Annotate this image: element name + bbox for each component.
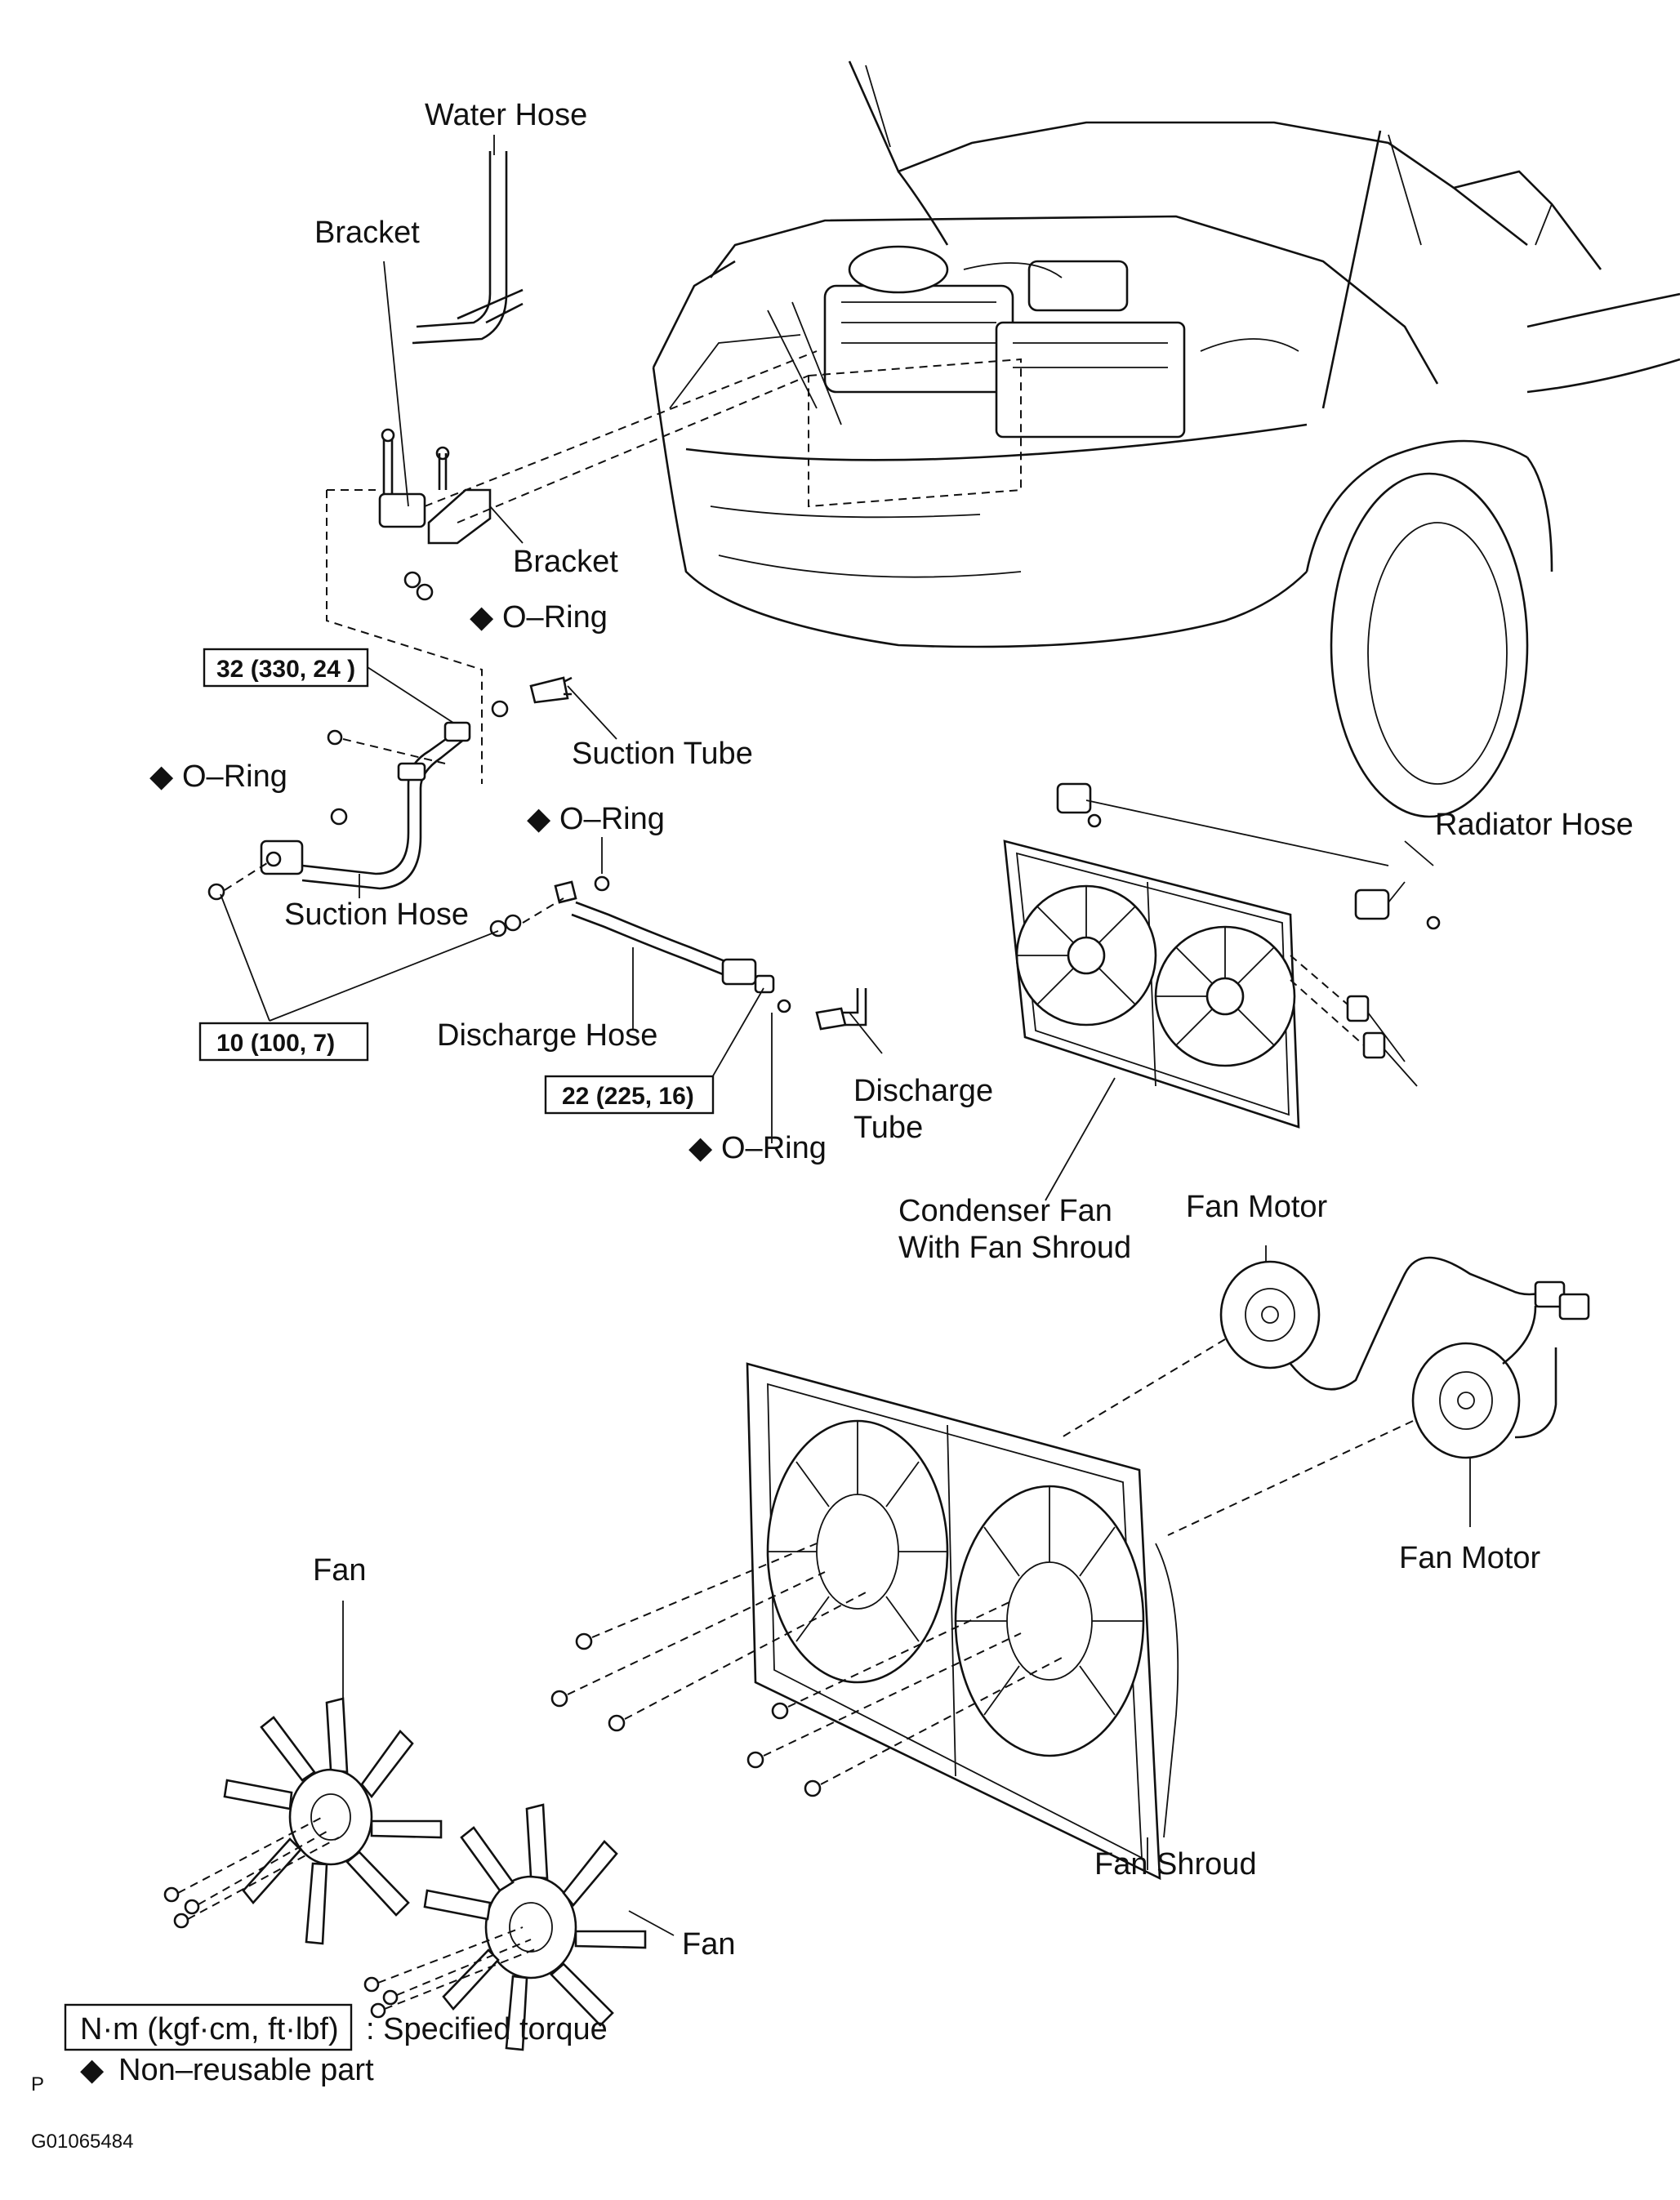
footer-letter: P — [31, 2073, 44, 2095]
torque-box-t3 — [544, 1075, 715, 1115]
label-o-ring-2: O–Ring — [182, 759, 287, 794]
car-front-illustration — [652, 60, 1680, 818]
guide-line — [820, 1657, 1063, 1785]
bolt — [327, 729, 343, 746]
guide-line — [457, 375, 809, 523]
fan-upper — [223, 1697, 443, 1945]
diamond-icon: ◆ — [527, 802, 551, 836]
fan-motor-wiring — [1289, 1256, 1590, 1439]
guide-line — [198, 1828, 332, 1905]
legend-unit-box — [64, 2003, 353, 2051]
leader-radiator-hose — [1404, 840, 1434, 866]
torque-box-t1 — [203, 648, 369, 688]
guide-line — [187, 1837, 340, 1920]
bracket-upper — [378, 428, 426, 528]
guide-line — [396, 1939, 532, 1996]
torque-value-t2: 10 (100, 7) — [216, 1030, 335, 1057]
discharge-hose — [489, 880, 775, 994]
guide-line — [522, 897, 564, 924]
torque-value-t3: 22 (225, 16) — [562, 1083, 694, 1110]
guide-line — [326, 489, 483, 784]
o-ring — [330, 808, 348, 826]
bolt — [207, 883, 225, 901]
label-water-hose: Water Hose — [425, 98, 587, 132]
legend-unit-text: N·m (kgf·cm, ft·lbf) — [80, 2012, 339, 2046]
guide-line — [342, 738, 446, 764]
label-radiator-hose: Radiator Hose — [1435, 808, 1633, 842]
label-o-ring-4: O–Ring — [721, 1131, 827, 1165]
leader-t2 — [220, 893, 499, 1022]
diamond-icon: ◆ — [470, 600, 494, 635]
leader-fan-lower — [628, 1910, 675, 1936]
label-discharge-tube-line2: Tube — [853, 1111, 923, 1145]
leader-bracket-upper — [383, 261, 409, 507]
label-o-ring-3: O–Ring — [559, 802, 665, 836]
legend-unit-desc: : Specified torque — [366, 2012, 608, 2046]
label-fan-motor-upper: Fan Motor — [1186, 1190, 1328, 1224]
fan-motor-upper — [1219, 1260, 1321, 1369]
guide-line — [567, 1571, 826, 1695]
leader-discharge-tube — [849, 1012, 883, 1054]
diamond-icon: ◆ — [80, 2053, 105, 2087]
label-fan-lower: Fan — [682, 1927, 735, 1962]
label-bracket-lower: Bracket — [513, 545, 618, 579]
label-condenser-fan-line2: With Fan Shroud — [898, 1231, 1131, 1265]
guide-line — [763, 1632, 1022, 1757]
o-ring — [777, 999, 791, 1013]
diamond-icon: ◆ — [688, 1131, 713, 1165]
label-discharge-hose: Discharge Hose — [437, 1018, 657, 1053]
label-fan-motor-lower: Fan Motor — [1399, 1541, 1541, 1575]
shroud-screws — [550, 1632, 822, 1797]
fan-shroud — [746, 1362, 1179, 1881]
torque-box-t2 — [198, 1022, 369, 1062]
fan-lower — [423, 1803, 647, 2051]
leader-t1 — [367, 666, 454, 724]
guide-line — [624, 1592, 867, 1720]
suction-tube — [529, 676, 573, 704]
label-fan-shroud: Fan Shroud — [1094, 1847, 1257, 1882]
water-hose — [412, 151, 524, 345]
label-condenser-fan-line1: Condenser Fan — [898, 1194, 1112, 1228]
footer-code: G01065484 — [31, 2131, 133, 2153]
label-o-ring-1: O–Ring — [502, 600, 608, 635]
leader-suction-tube — [567, 685, 617, 740]
bracket-lower — [403, 446, 492, 601]
guide-line — [1167, 1420, 1414, 1536]
guide-line — [424, 350, 818, 507]
o-ring — [594, 875, 610, 892]
condenser-fan-assembly — [1003, 782, 1441, 1129]
discharge-tube — [815, 988, 867, 1031]
o-ring — [491, 700, 509, 718]
leader-condenser-fan — [1045, 1077, 1116, 1201]
guide-line — [377, 1926, 524, 1984]
label-fan-upper: Fan — [313, 1553, 366, 1588]
fan-screws — [163, 1886, 399, 2019]
label-bracket-upper: Bracket — [314, 216, 420, 250]
guide-line — [1061, 1338, 1226, 1438]
diamond-icon: ◆ — [149, 759, 174, 794]
suction-hose — [260, 721, 471, 890]
torque-value-t1: 32 (330, 24 ) — [216, 656, 355, 683]
fan-motor-lower — [1411, 1342, 1521, 1459]
label-suction-tube: Suction Tube — [572, 737, 753, 771]
legend-nonreusable: Non–reusable part — [118, 2053, 374, 2087]
label-suction-hose: Suction Hose — [284, 897, 469, 932]
guide-line — [224, 861, 270, 891]
leader-bracket-lower — [489, 505, 524, 544]
label-discharge-tube-line1: Discharge — [853, 1074, 993, 1108]
